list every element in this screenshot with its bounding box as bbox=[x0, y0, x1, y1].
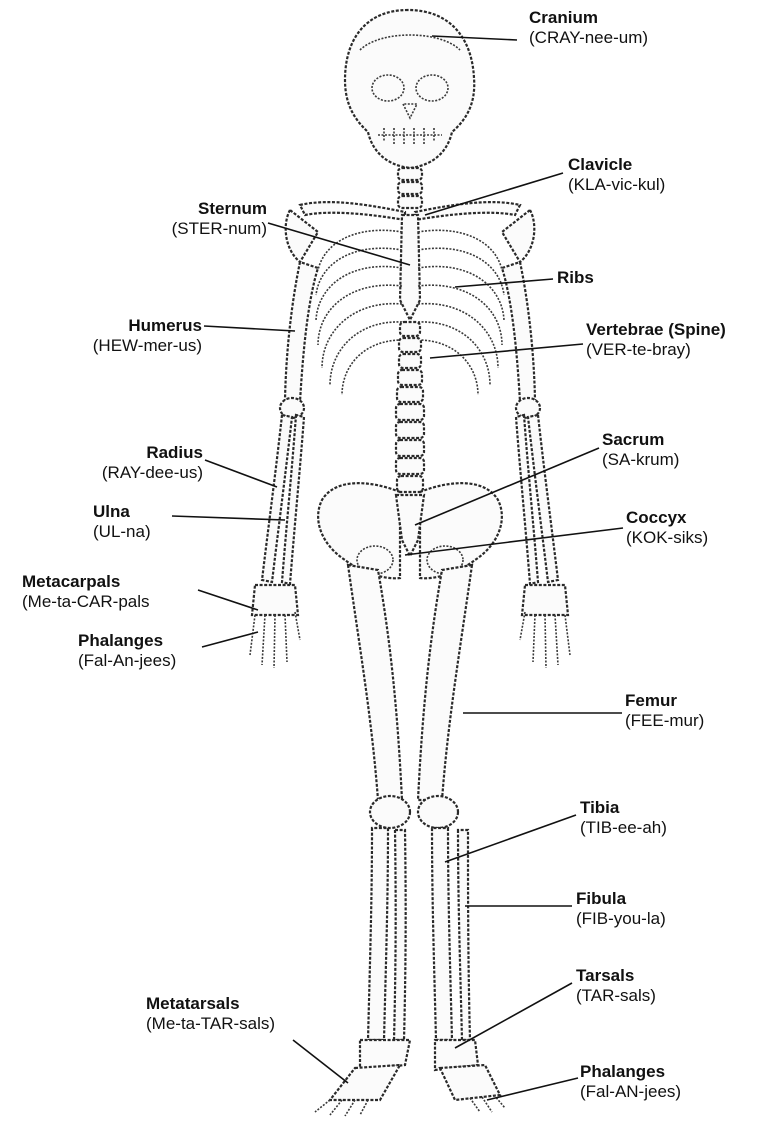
label-tibia: Tibia (TIB-ee-ah) bbox=[580, 798, 667, 838]
label-pronunciation: (KOK-siks) bbox=[626, 528, 708, 548]
label-ribs: Ribs bbox=[557, 268, 594, 288]
label-name: Tibia bbox=[580, 798, 667, 818]
sternum-bone bbox=[400, 215, 420, 320]
label-fibula: Fibula (FIB-you-la) bbox=[576, 889, 666, 929]
label-sternum: Sternum (STER-num) bbox=[172, 199, 267, 239]
label-pronunciation: (Me-ta-TAR-sals) bbox=[146, 1014, 275, 1034]
label-name: Clavicle bbox=[568, 155, 665, 175]
label-sacrum: Sacrum (SA-krum) bbox=[602, 430, 679, 470]
label-pronunciation: (Fal-An-jees) bbox=[78, 651, 176, 671]
label-pronunciation: (CRAY-nee-um) bbox=[529, 28, 648, 48]
label-tarsals: Tarsals (TAR-sals) bbox=[576, 966, 656, 1006]
label-pronunciation: (VER-te-bray) bbox=[586, 340, 726, 360]
label-pronunciation: (TAR-sals) bbox=[576, 986, 656, 1006]
label-name: Sternum bbox=[172, 199, 267, 219]
label-coccyx: Coccyx (KOK-siks) bbox=[626, 508, 708, 548]
label-name: Vertebrae (Spine) bbox=[586, 320, 726, 340]
label-pronunciation: (UL-na) bbox=[93, 522, 151, 542]
label-name: Sacrum bbox=[602, 430, 679, 450]
label-vertebrae: Vertebrae (Spine) (VER-te-bray) bbox=[586, 320, 726, 360]
label-cranium: Cranium (CRAY-nee-um) bbox=[529, 8, 648, 48]
label-name: Tarsals bbox=[576, 966, 656, 986]
label-name: Phalanges bbox=[78, 631, 176, 651]
label-pronunciation: (Me-ta-CAR-pals bbox=[22, 592, 150, 612]
leader-ribs bbox=[455, 279, 553, 287]
left-leg bbox=[315, 565, 410, 1116]
spine bbox=[396, 322, 424, 492]
label-name: Metatarsals bbox=[146, 994, 275, 1014]
label-phalanges-hand: Phalanges (Fal-An-jees) bbox=[78, 631, 176, 671]
right-leg bbox=[418, 565, 505, 1112]
leader-phalanges-foot bbox=[487, 1078, 578, 1100]
label-metatarsals: Metatarsals (Me-ta-TAR-sals) bbox=[146, 994, 275, 1034]
label-pronunciation: (Fal-AN-jees) bbox=[580, 1082, 681, 1102]
label-femur: Femur (FEE-mur) bbox=[625, 691, 704, 731]
label-name: Humerus bbox=[93, 316, 202, 336]
label-pronunciation: (SA-krum) bbox=[602, 450, 679, 470]
label-name: Femur bbox=[625, 691, 704, 711]
label-phalanges-foot: Phalanges (Fal-AN-jees) bbox=[580, 1062, 681, 1102]
label-pronunciation: (TIB-ee-ah) bbox=[580, 818, 667, 838]
leader-radius bbox=[205, 460, 277, 487]
label-name: Ulna bbox=[93, 502, 151, 522]
label-name: Metacarpals bbox=[22, 572, 150, 592]
label-pronunciation: (FIB-you-la) bbox=[576, 909, 666, 929]
cervical-spine bbox=[398, 168, 422, 208]
label-pronunciation: (STER-num) bbox=[172, 219, 267, 239]
leader-phalanges-hand bbox=[202, 632, 258, 647]
label-pronunciation: (FEE-mur) bbox=[625, 711, 704, 731]
leader-metatarsals bbox=[293, 1040, 348, 1083]
pelvis bbox=[318, 483, 502, 578]
label-ulna: Ulna (UL-na) bbox=[93, 502, 151, 542]
leader-metacarpals bbox=[198, 590, 258, 610]
label-clavicle: Clavicle (KLA-vic-kul) bbox=[568, 155, 665, 195]
label-name: Fibula bbox=[576, 889, 666, 909]
label-name: Cranium bbox=[529, 8, 648, 28]
skull bbox=[345, 10, 474, 168]
label-humerus: Humerus (HEW-mer-us) bbox=[93, 316, 202, 356]
left-arm bbox=[250, 262, 318, 668]
label-name: Phalanges bbox=[580, 1062, 681, 1082]
label-pronunciation: (KLA-vic-kul) bbox=[568, 175, 665, 195]
leader-humerus bbox=[204, 326, 295, 331]
label-name: Coccyx bbox=[626, 508, 708, 528]
label-pronunciation: (RAY-dee-us) bbox=[102, 463, 203, 483]
label-name: Ribs bbox=[557, 268, 594, 288]
leader-tarsals bbox=[455, 983, 572, 1048]
label-metacarpals: Metacarpals (Me-ta-CAR-pals bbox=[22, 572, 150, 612]
leader-vertebrae bbox=[430, 344, 583, 358]
label-pronunciation: (HEW-mer-us) bbox=[93, 336, 202, 356]
label-radius: Radius (RAY-dee-us) bbox=[102, 443, 203, 483]
leader-ulna bbox=[172, 516, 285, 520]
label-name: Radius bbox=[102, 443, 203, 463]
